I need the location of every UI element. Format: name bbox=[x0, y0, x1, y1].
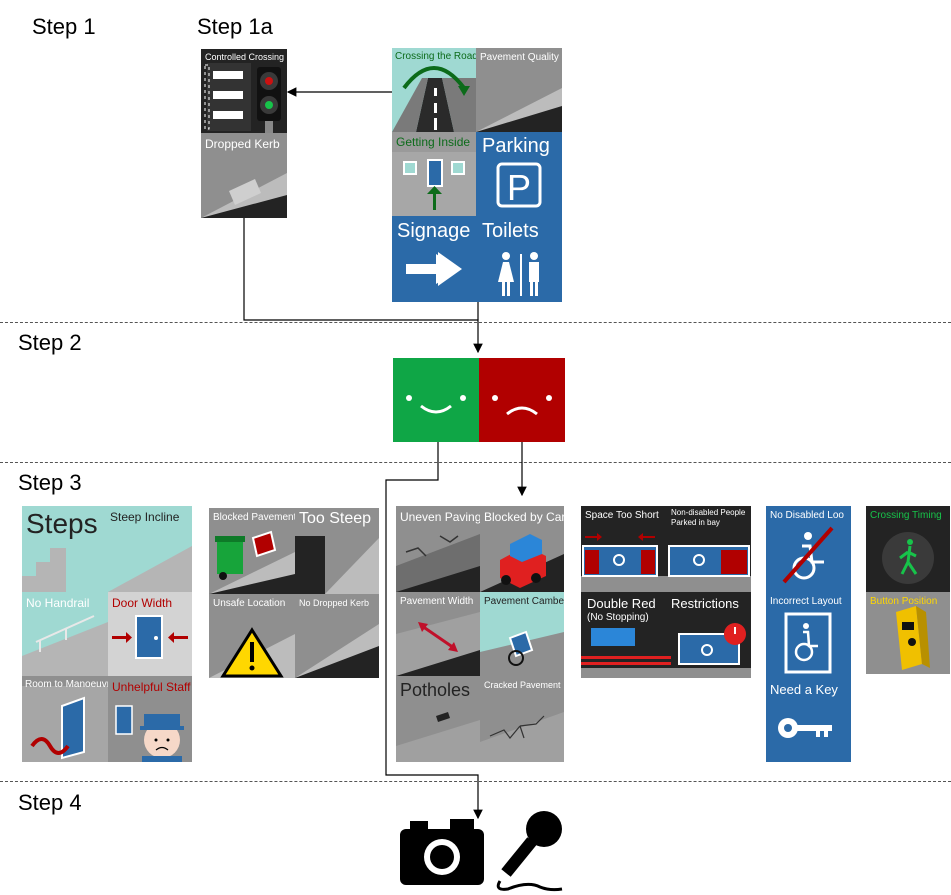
tile-label: Steps bbox=[26, 508, 98, 539]
tile-label: No Handrail bbox=[26, 596, 90, 610]
tile-potholes[interactable]: Potholes bbox=[396, 676, 480, 762]
tile-label: Unsafe Location bbox=[213, 598, 286, 609]
tile-label: Need a Key bbox=[770, 682, 838, 697]
tile-unhelpful-staff[interactable]: Unhelpful Staff bbox=[108, 676, 192, 762]
tile-label: Parked in bay bbox=[671, 518, 720, 527]
separator-line bbox=[0, 462, 951, 463]
tile-label: Restrictions bbox=[671, 596, 739, 611]
tile-double-red-restrictions[interactable]: Double Red Restrictions (No Stopping) bbox=[581, 592, 751, 678]
tile-label: Uneven Paving bbox=[400, 510, 480, 524]
tile-label: Crossing Timing bbox=[870, 510, 942, 521]
happy-face-icon[interactable] bbox=[393, 358, 479, 442]
tile-label: Getting Inside bbox=[396, 135, 471, 149]
tile-label: Cracked Pavement bbox=[484, 680, 561, 690]
tile-label: Pavement Width bbox=[400, 596, 474, 607]
tile-toilets-issues[interactable]: No Disabled Loo Incorrect Layout Need a … bbox=[766, 506, 851, 762]
tile-label: Blocked by Car bbox=[484, 510, 564, 524]
tile-pavement-width[interactable]: Pavement Width bbox=[396, 592, 480, 676]
tile-label: (No Stopping) bbox=[587, 612, 649, 623]
tile-pavement-quality[interactable]: Pavement Quality bbox=[476, 48, 562, 132]
sad-face-icon[interactable] bbox=[479, 358, 565, 442]
tile-blocked-pavement[interactable]: Blocked Pavement bbox=[209, 508, 295, 594]
tile-label: Potholes bbox=[400, 680, 471, 700]
tile-controlled-crossing[interactable]: Controlled Crossing bbox=[201, 49, 287, 133]
tile-signage[interactable]: Signage bbox=[392, 216, 476, 302]
tile-no-handrail[interactable]: No Handrail bbox=[22, 592, 108, 676]
step-1-label: Step 1 bbox=[32, 14, 96, 39]
tile-label: Crossing the Road bbox=[395, 51, 476, 62]
tile-label: Unhelpful Staff bbox=[112, 680, 191, 694]
tile-label: Signage bbox=[397, 220, 471, 242]
tile-label: Incorrect Layout bbox=[770, 596, 842, 607]
camera-icon[interactable] bbox=[398, 815, 486, 887]
tile-pavement-camber[interactable]: Pavement Camber bbox=[480, 592, 564, 676]
svg-text:P: P bbox=[507, 167, 531, 208]
tile-cracked-pavement[interactable]: Cracked Pavement bbox=[480, 676, 564, 762]
tile-label: No Dropped Kerb bbox=[299, 598, 370, 608]
separator-line bbox=[0, 781, 951, 782]
tile-unsafe-location[interactable]: Unsafe Location bbox=[209, 594, 295, 678]
step-1a-label: Step 1a bbox=[197, 14, 273, 39]
tile-label: Double Red bbox=[587, 596, 656, 611]
tile-label: Toilets bbox=[482, 220, 539, 242]
tile-toilets[interactable]: Toilets bbox=[476, 216, 562, 302]
tile-crossing-the-road[interactable]: Crossing the Road bbox=[392, 48, 476, 132]
tile-label: Blocked Pavement bbox=[213, 512, 295, 523]
tile-crossing-timing[interactable]: Crossing Timing bbox=[866, 506, 950, 592]
tile-label: Steep Incline bbox=[110, 510, 180, 524]
microphone-icon[interactable] bbox=[488, 805, 568, 893]
tile-label: Too Steep bbox=[299, 510, 372, 527]
tile-room-to-manoeuvre[interactable]: Room to Manoeuvre bbox=[22, 676, 108, 762]
tile-label: Pavement Quality bbox=[480, 52, 559, 63]
tile-label: Non-disabled People bbox=[671, 508, 746, 517]
step-3-label: Step 3 bbox=[18, 470, 82, 495]
tile-button-position[interactable]: Button Position bbox=[866, 592, 950, 674]
tile-too-steep[interactable]: Too Steep bbox=[295, 508, 379, 594]
tile-door-width[interactable]: Door Width bbox=[108, 592, 192, 676]
step-2-label: Step 2 bbox=[18, 330, 82, 355]
tile-label: Button Position bbox=[870, 596, 938, 607]
tile-steps-steep-incline[interactable]: Steps Steep Incline bbox=[22, 506, 192, 592]
tile-label: Pavement Camber bbox=[484, 596, 564, 607]
tile-uneven-paving[interactable]: Uneven Paving bbox=[396, 506, 480, 592]
tile-getting-inside[interactable]: Getting Inside bbox=[392, 132, 476, 216]
tile-label: Space Too Short bbox=[585, 510, 659, 521]
step-4-label: Step 4 bbox=[18, 790, 82, 815]
tile-label: No Disabled Loo bbox=[770, 510, 844, 521]
tile-label: Controlled Crossing bbox=[205, 52, 285, 62]
tile-no-dropped-kerb[interactable]: No Dropped Kerb bbox=[295, 594, 379, 678]
tile-label: Parking bbox=[482, 135, 550, 157]
tile-label: Room to Manoeuvre bbox=[25, 679, 108, 690]
tile-space-too-short[interactable]: Space Too Short Non-disabled People Park… bbox=[581, 506, 751, 592]
tile-parking[interactable]: P Parking bbox=[476, 132, 562, 216]
tile-blocked-by-car[interactable]: Blocked by Car bbox=[480, 506, 564, 592]
separator-line bbox=[0, 322, 951, 323]
tile-label: Dropped Kerb bbox=[205, 137, 280, 151]
tile-label: Door Width bbox=[112, 596, 173, 610]
tile-dropped-kerb[interactable]: Dropped Kerb bbox=[201, 133, 287, 218]
